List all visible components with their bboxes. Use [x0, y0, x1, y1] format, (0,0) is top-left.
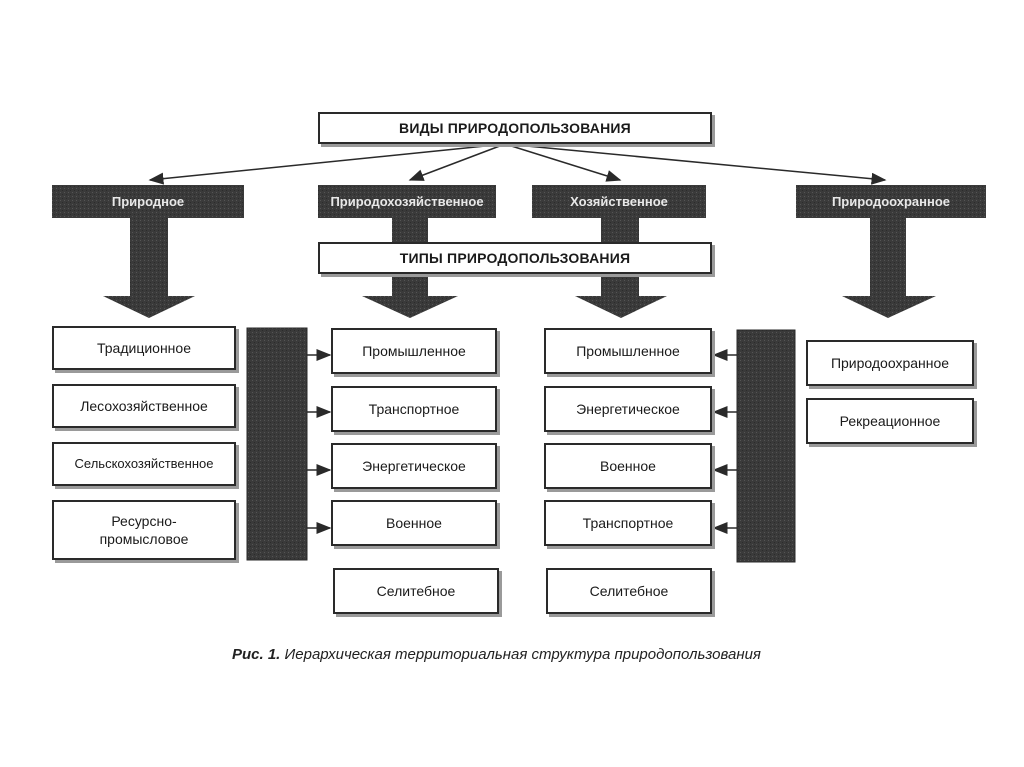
category-label-4: Природоохранное	[831, 194, 951, 209]
connector-to-category-2	[408, 143, 506, 181]
types-of-nature-use-header: ВИДЫ ПРИРОДОПОЛЬЗОВАНИЯ	[318, 112, 712, 144]
category-arrow-4	[796, 185, 986, 318]
figure-caption: Рис. 1. Иерархическая территориальная ст…	[232, 646, 932, 663]
connector-to-category-1	[148, 143, 506, 185]
kinds-of-nature-use-subheader: ТИПЫ ПРИРОДОПОЛЬЗОВАНИЯ	[318, 242, 712, 274]
caption-prefix: Рис. 1.	[232, 646, 281, 663]
left-bar-connectors	[307, 349, 332, 534]
column1-item-1: Традиционное	[52, 326, 236, 370]
connector-to-category-4	[504, 143, 887, 185]
connector-to-category-3	[504, 143, 622, 182]
column3-item-2: Энергетическое	[544, 386, 712, 432]
column2-item-1: Промышленное	[331, 328, 497, 374]
group-bar-right	[736, 329, 796, 563]
category-arrow-1	[52, 185, 244, 318]
column4-item-1: Природоохранное	[806, 340, 974, 386]
column2-item-3: Энергетическое	[331, 443, 497, 489]
category-label-1: Природное	[111, 194, 185, 209]
caption-text: Иерархическая территориальная структура …	[284, 646, 761, 663]
column3-item-3: Военное	[544, 443, 712, 489]
column3-item-5: Селитебное	[546, 568, 712, 614]
category-label-2: Природохозяйственное	[330, 194, 484, 209]
group-bar-left	[246, 327, 308, 561]
column4-item-2: Рекреационное	[806, 398, 974, 444]
column1-item-4: Ресурсно- промысловое	[52, 500, 236, 560]
column3-item-4: Транспортное	[544, 500, 712, 546]
column3-item-1: Промышленное	[544, 328, 712, 374]
right-bar-connectors	[712, 349, 737, 534]
column2-item-2: Транспортное	[331, 386, 497, 432]
column2-item-5: Селитебное	[333, 568, 499, 614]
header-connectors	[148, 143, 887, 185]
column1-item-2: Лесохозяйственное	[52, 384, 236, 428]
column2-item-4: Военное	[331, 500, 497, 546]
category-label-3: Хозяйственное	[570, 194, 668, 209]
column1-item-3: Сельскохозяйственное	[52, 442, 236, 486]
